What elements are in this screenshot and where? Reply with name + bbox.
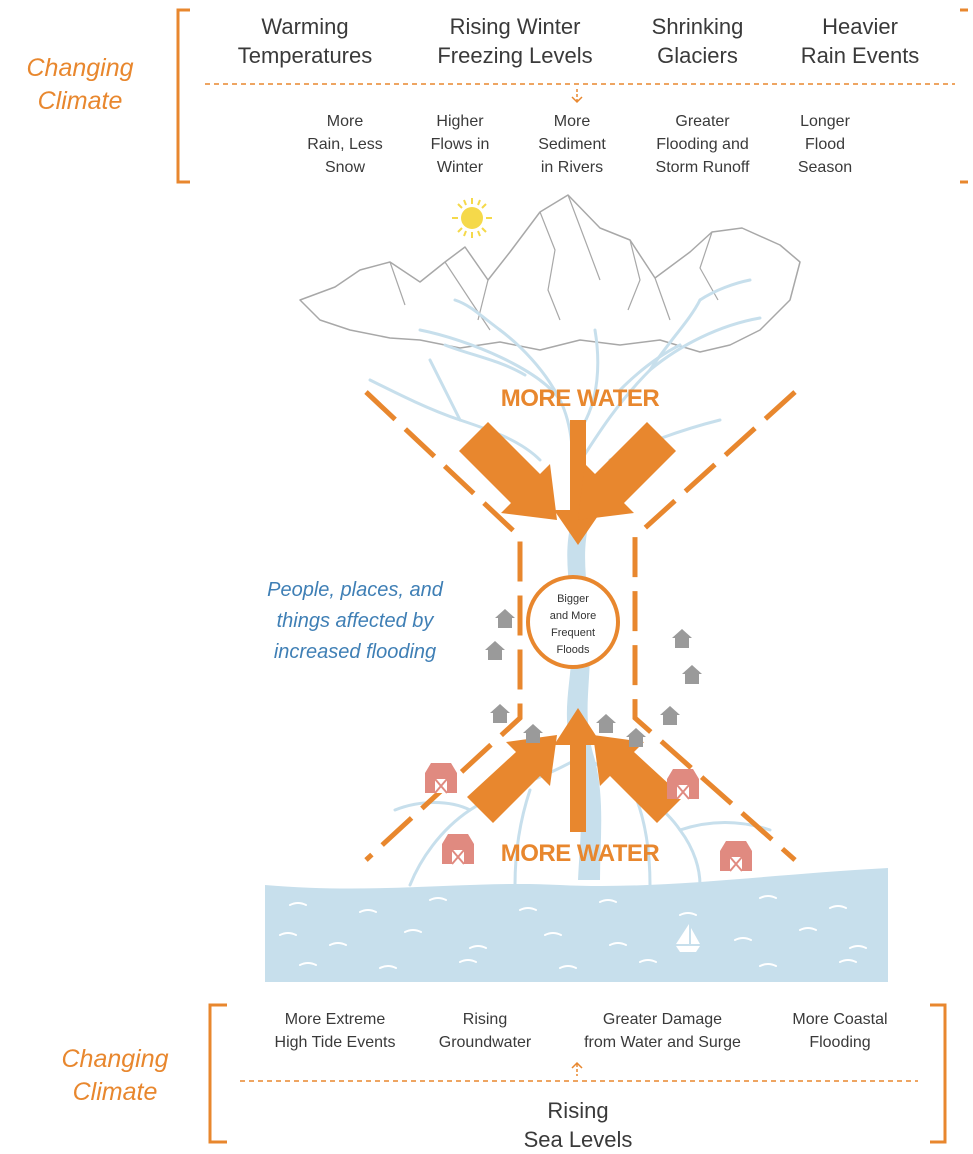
sun-icon [452, 198, 492, 238]
effect-greater-damage-surge: Greater Damage from Water and Surge [584, 1011, 741, 1051]
driver-shrinking-glaciers: Shrinking Glaciers [651, 14, 744, 68]
flood-circle-label: Bigger and More Frequent Floods [549, 593, 597, 656]
effect-more-rain-less-snow: More Rain, Less Snow [307, 113, 383, 176]
sailboat-icon [676, 924, 700, 952]
mountains [299, 194, 801, 353]
effect-higher-flows-winter: Higher Flows in Winter [430, 113, 490, 176]
driver-warming-temperatures: Warming Temperatures [237, 14, 373, 68]
houses [485, 609, 702, 747]
house-icon [682, 665, 702, 684]
sea-waves [279, 895, 867, 969]
arrow-bottom-center [554, 708, 602, 832]
house-icon [495, 609, 515, 628]
house-icon [490, 704, 510, 723]
barn-icon [425, 763, 457, 794]
top-climate-label: Changing Climate [26, 54, 134, 115]
effect-longer-flood-season: Longer Flood Season [797, 113, 853, 176]
more-water-top-label: MORE WATER [500, 385, 660, 412]
more-water-bottom-label: MORE WATER [500, 840, 660, 867]
arrows-top [459, 420, 676, 545]
house-icon [485, 641, 505, 660]
barn-icon [667, 769, 699, 800]
arrows-bottom [467, 708, 683, 832]
people-affected-label: People, places, and things affected by i… [267, 579, 443, 663]
flood-circle [526, 575, 620, 669]
up-arrow-icon [571, 1061, 583, 1076]
effect-extreme-high-tide: More Extreme High Tide Events [274, 1011, 396, 1051]
driver-heavier-rain-events: Heavier Rain Events [800, 14, 920, 68]
down-arrow-icon [571, 89, 583, 104]
arrow-bottom-right [593, 735, 683, 823]
arrow-bottom-left [467, 735, 557, 823]
mountain-ridges [389, 194, 719, 331]
driver-rising-freezing-levels: Rising Winter Freezing Levels [437, 14, 593, 68]
sea [265, 868, 888, 982]
bottom-climate-label: Changing Climate [61, 1045, 169, 1106]
house-icon [596, 714, 616, 733]
effect-more-sediment: More Sediment in Rivers [538, 113, 606, 176]
house-icon [672, 629, 692, 648]
barn-icon [720, 841, 752, 872]
barns [425, 763, 752, 872]
arrow-top-right [578, 422, 676, 520]
house-icon [660, 706, 680, 725]
arrow-top-left [459, 422, 557, 520]
effect-rising-groundwater: Rising Groundwater [438, 1011, 532, 1051]
house-icon [523, 724, 543, 743]
top-bracket [176, 8, 968, 184]
effect-more-coastal-flooding: More Coastal Flooding [792, 1011, 888, 1051]
bottom-bracket [208, 1003, 947, 1144]
effect-greater-flooding-runoff: Greater Flooding and Storm Runoff [655, 113, 750, 176]
driver-rising-sea-levels: Rising Sea Levels [523, 1098, 633, 1152]
barn-icon [442, 834, 474, 865]
house-icon [626, 728, 646, 747]
